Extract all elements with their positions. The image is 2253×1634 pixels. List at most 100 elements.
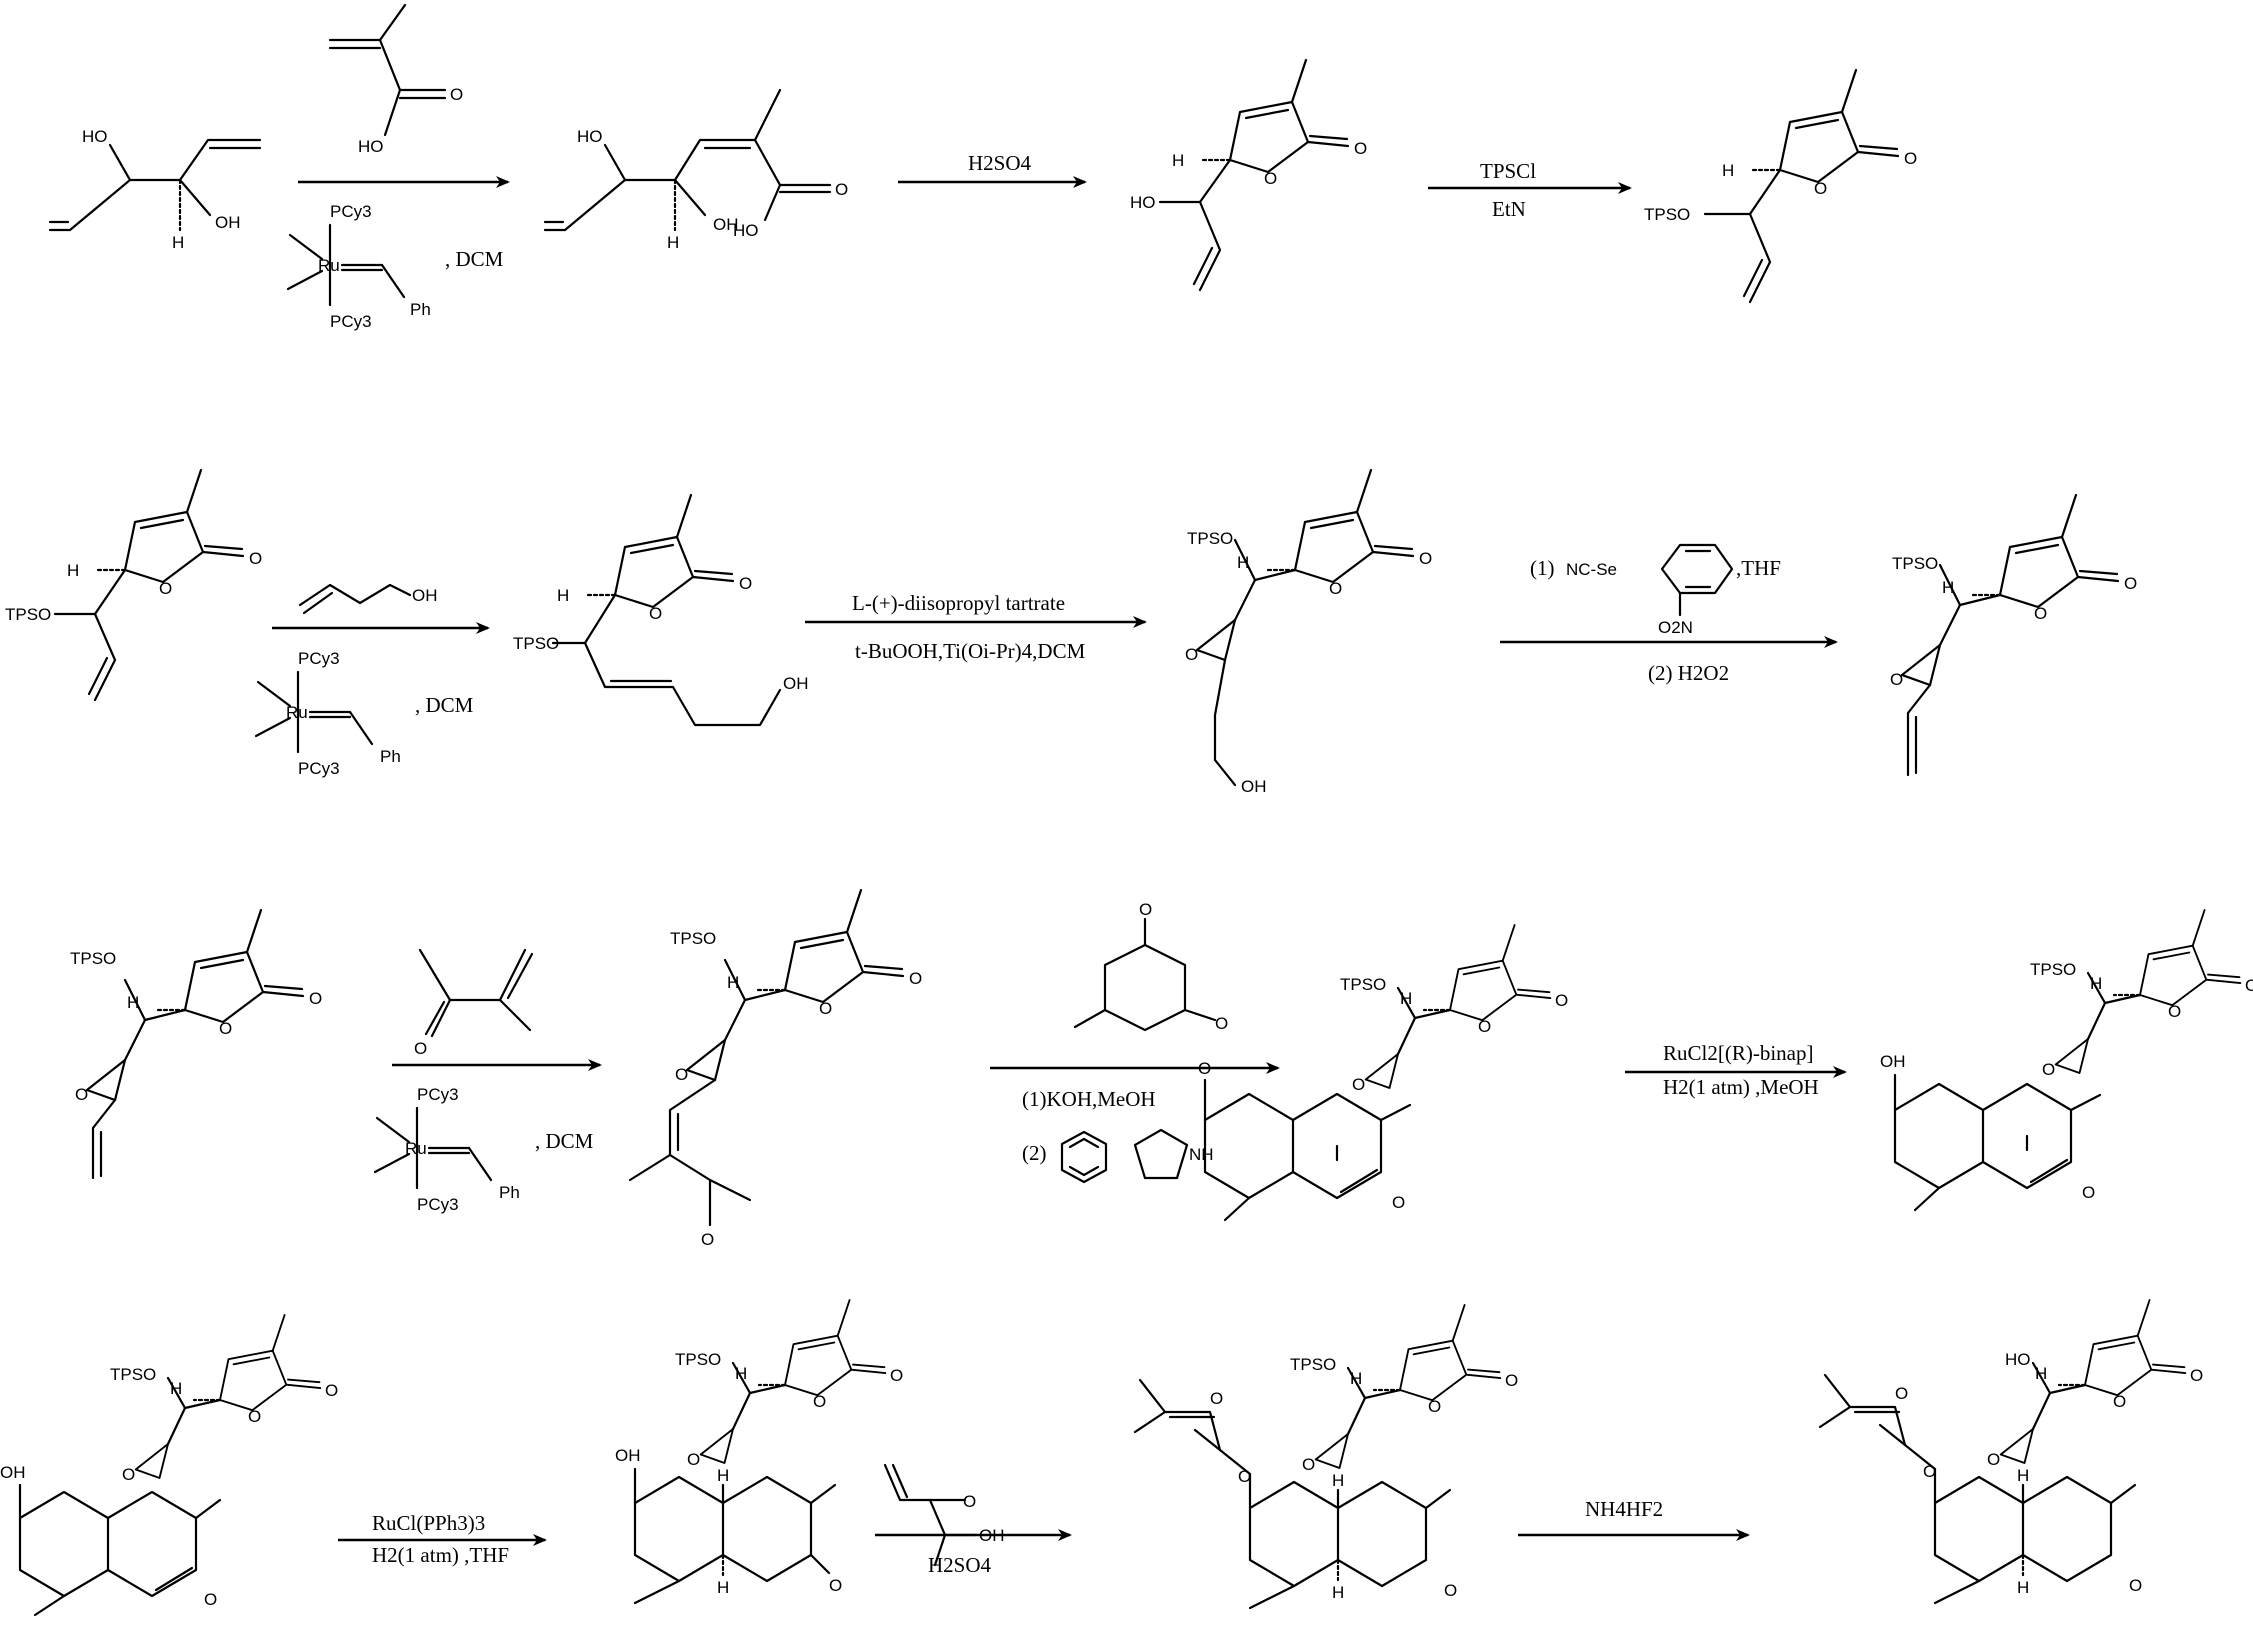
condition-below: , DCM bbox=[445, 247, 504, 271]
atom-label: OH bbox=[0, 1463, 26, 1482]
atom-label: H bbox=[172, 233, 184, 252]
compound-5: H TPSO OH O O bbox=[513, 493, 809, 727]
atom-label: H bbox=[557, 586, 569, 605]
row3: H TPSO O O O O Ru PCy3 PCy3 Ph , DCM bbox=[70, 888, 2253, 1249]
atom-label: O bbox=[2168, 1002, 2181, 1021]
atom-label: H bbox=[1400, 989, 1412, 1008]
atom-label: PCy3 bbox=[417, 1085, 459, 1104]
atom-label: O bbox=[1139, 900, 1152, 919]
reagent-benzene bbox=[1060, 1130, 1108, 1184]
atom-label: TPSO bbox=[5, 605, 51, 624]
atom-label: O bbox=[687, 1450, 700, 1469]
atom-label: O bbox=[219, 1019, 232, 1038]
atom-label: NH bbox=[1189, 1145, 1214, 1164]
atom-label: Ru bbox=[405, 1139, 427, 1158]
condition-below: EtN bbox=[1492, 197, 1526, 221]
atom-label: O bbox=[2082, 1183, 2095, 1202]
atom-label: O bbox=[1923, 1462, 1936, 1481]
atom-label: TPSO bbox=[675, 1350, 721, 1369]
atom-label: H bbox=[127, 993, 139, 1012]
atom-label: O bbox=[1352, 1075, 1365, 1094]
atom-label: O bbox=[1185, 645, 1198, 664]
atom-label: O bbox=[1904, 149, 1917, 168]
atom-label: H bbox=[1237, 553, 1249, 572]
atom-label: O bbox=[1814, 179, 1827, 198]
atom-label: O bbox=[1210, 1389, 1223, 1408]
atom-label: OH bbox=[1241, 777, 1267, 796]
atom-label: Ru bbox=[318, 256, 340, 275]
reagent-methyl-isopropenyl-ketone: O bbox=[414, 948, 534, 1058]
atom-label: O bbox=[204, 1590, 217, 1609]
atom-label: H bbox=[2035, 1364, 2047, 1383]
grubbs-catalyst: Ru PCy3 PCy3 Ph bbox=[286, 202, 431, 331]
condition-below: H2(1 atm) ,THF bbox=[372, 1543, 509, 1567]
atom-label: O bbox=[963, 1492, 976, 1511]
atom-label: TPSO bbox=[1290, 1355, 1336, 1374]
atom-label: O bbox=[1264, 169, 1277, 188]
atom-label: O bbox=[1478, 1017, 1491, 1036]
atom-label: O bbox=[813, 1392, 826, 1411]
atom-label: HO bbox=[1130, 193, 1156, 212]
atom-label: HO bbox=[2005, 1350, 2031, 1369]
atom-label: TPSO bbox=[1340, 975, 1386, 994]
compound-11: OH O H H H TPSO O O O bbox=[615, 1299, 903, 1605]
atom-label: H bbox=[1722, 161, 1734, 180]
condition-below: H2SO4 bbox=[928, 1553, 992, 1577]
condition-above: TPSCl bbox=[1480, 159, 1536, 183]
compound-1: HO OH H bbox=[48, 127, 262, 252]
atom-label: O bbox=[890, 1366, 903, 1385]
atom-label: O bbox=[675, 1065, 688, 1084]
grubbs-catalyst: Ru PCy3 PCy3 Ph bbox=[254, 649, 401, 778]
reagent-butenol: OH bbox=[298, 583, 438, 615]
atom-label: H bbox=[1350, 1369, 1362, 1388]
atom-label: HO bbox=[577, 127, 603, 146]
atom-label: O bbox=[2124, 574, 2137, 593]
atom-label: TPSO bbox=[670, 929, 716, 948]
atom-label: H bbox=[667, 233, 679, 252]
compound-10b: OH O H TPSO O O O bbox=[0, 1314, 338, 1617]
atom-label: O bbox=[2245, 976, 2253, 995]
atom-label: O bbox=[909, 969, 922, 988]
atom-label: TPSO bbox=[1892, 554, 1938, 573]
atom-label: H bbox=[2017, 1578, 2029, 1597]
atom-label: HO bbox=[358, 137, 384, 156]
atom-label: HO bbox=[733, 221, 759, 240]
condition-above: RuCl2[(R)-binap] bbox=[1663, 1041, 1813, 1065]
atom-label: O bbox=[739, 574, 752, 593]
condition-mid: ,THF bbox=[1736, 556, 1781, 580]
atom-label: Ph bbox=[499, 1183, 520, 1202]
compound-4: H TPSO O O bbox=[1644, 68, 1917, 304]
row2: H TPSO O O OH Ru PCy3 PCy3 Ph , DCM H TP… bbox=[5, 468, 2137, 796]
atom-label: H bbox=[2090, 974, 2102, 993]
atom-label: OH bbox=[215, 213, 241, 232]
atom-label: O bbox=[1890, 670, 1903, 689]
atom-label: HO bbox=[82, 127, 108, 146]
compound-2: HO OH H O HO bbox=[543, 88, 848, 252]
atom-label: H bbox=[717, 1578, 729, 1597]
atom-label: O bbox=[2042, 1060, 2055, 1079]
compound-6: H TPSO O OH O O bbox=[1185, 468, 1432, 796]
atom-label: O bbox=[1354, 139, 1367, 158]
condition-below: , DCM bbox=[535, 1129, 594, 1153]
atom-label: O bbox=[1238, 1467, 1251, 1486]
atom-label: Ph bbox=[410, 300, 431, 319]
condition-below: H2(1 atm) ,MeOH bbox=[1663, 1075, 1819, 1099]
atom-label: O bbox=[2190, 1366, 2203, 1385]
condition-below2: (2) bbox=[1022, 1141, 1047, 1165]
atom-label: O bbox=[649, 604, 662, 623]
atom-label: O bbox=[1444, 1581, 1457, 1600]
row4: OH O H TPSO O O O RuCl(PPh3)3 H2(1 atm) … bbox=[0, 1299, 2203, 1617]
atom-label: O bbox=[75, 1085, 88, 1104]
atom-label: O2N bbox=[1658, 618, 1693, 637]
atom-label: NC-Se bbox=[1566, 560, 1617, 579]
atom-label: O bbox=[701, 1230, 714, 1249]
atom-label: TPSO bbox=[513, 634, 559, 653]
compound-8: O H TPSO O O O bbox=[628, 888, 922, 1249]
atom-label: O bbox=[248, 1407, 261, 1426]
reagent-methylbutenoic-acid: OH O bbox=[883, 1463, 1005, 1567]
atom-label: O bbox=[2129, 1576, 2142, 1595]
atom-label: OH bbox=[1880, 1052, 1906, 1071]
atom-label: H bbox=[2017, 1466, 2029, 1485]
atom-label: O bbox=[450, 85, 463, 104]
